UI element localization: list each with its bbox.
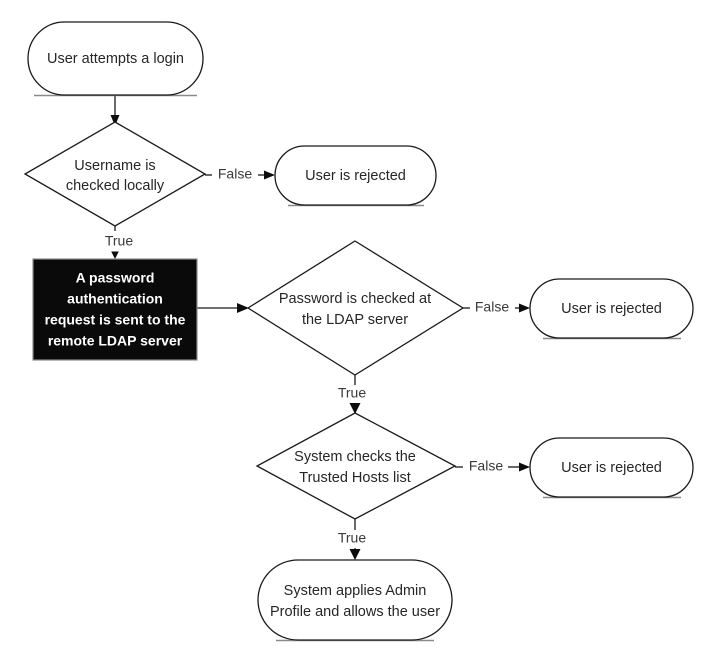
edge-label-trusted-true: True — [338, 530, 366, 546]
edge-password-true: True — [338, 375, 366, 414]
edge-label-password-false: False — [475, 299, 509, 315]
edge-username-false: False — [205, 166, 275, 182]
edge-trusted-false: False — [455, 458, 530, 474]
node-password-request-line1: A password — [76, 270, 155, 286]
edge-username-true: True — [105, 225, 133, 259]
node-password-request-line4: remote LDAP server — [48, 333, 183, 349]
node-decision-password-line1: Password is checked at — [279, 291, 431, 307]
node-decision-trusted-hosts[interactable]: System checks the Trusted Hosts list — [255, 412, 457, 520]
node-reject-trusted-hosts[interactable]: User is rejected — [529, 437, 694, 499]
node-decision-username-label-line1: Username is — [74, 158, 155, 174]
edge-request-to-password — [197, 303, 249, 313]
node-start-label: User attempts a login — [47, 51, 184, 67]
node-reject-password-label: User is rejected — [561, 301, 662, 317]
edge-label-username-true: True — [105, 233, 133, 249]
node-decision-trusted-hosts-line1: System checks the — [294, 449, 416, 465]
edge-password-false: False — [463, 299, 530, 315]
node-end-allow[interactable]: System applies Admin Profile and allows … — [257, 559, 453, 642]
edge-trusted-true: True — [338, 519, 366, 560]
node-end-allow-line2: Profile and allows the user — [270, 604, 440, 620]
node-password-request-line2: authentication — [67, 291, 163, 307]
node-reject-username[interactable]: User is rejected — [274, 145, 437, 207]
node-decision-username[interactable]: Username is checked locally — [23, 121, 207, 227]
node-reject-username-label: User is rejected — [305, 168, 406, 184]
node-reject-password[interactable]: User is rejected — [529, 278, 694, 340]
node-end-allow-line1: System applies Admin — [284, 583, 427, 599]
edge-label-trusted-false: False — [469, 458, 503, 474]
node-password-request[interactable]: A password authentication request is sen… — [32, 258, 198, 361]
node-reject-trusted-hosts-label: User is rejected — [561, 460, 662, 476]
edge-label-username-false: False — [218, 166, 252, 182]
node-decision-username-label-line2: checked locally — [66, 178, 165, 194]
node-decision-trusted-hosts-line2: Trusted Hosts list — [299, 470, 410, 486]
node-start[interactable]: User attempts a login — [27, 21, 204, 97]
node-decision-password-line2: the LDAP server — [302, 312, 408, 328]
node-password-request-line3: request is sent to the — [45, 312, 186, 328]
node-decision-password[interactable]: Password is checked at the LDAP server — [246, 240, 465, 376]
edge-start-to-username — [110, 96, 120, 126]
edge-label-password-true: True — [338, 385, 366, 401]
